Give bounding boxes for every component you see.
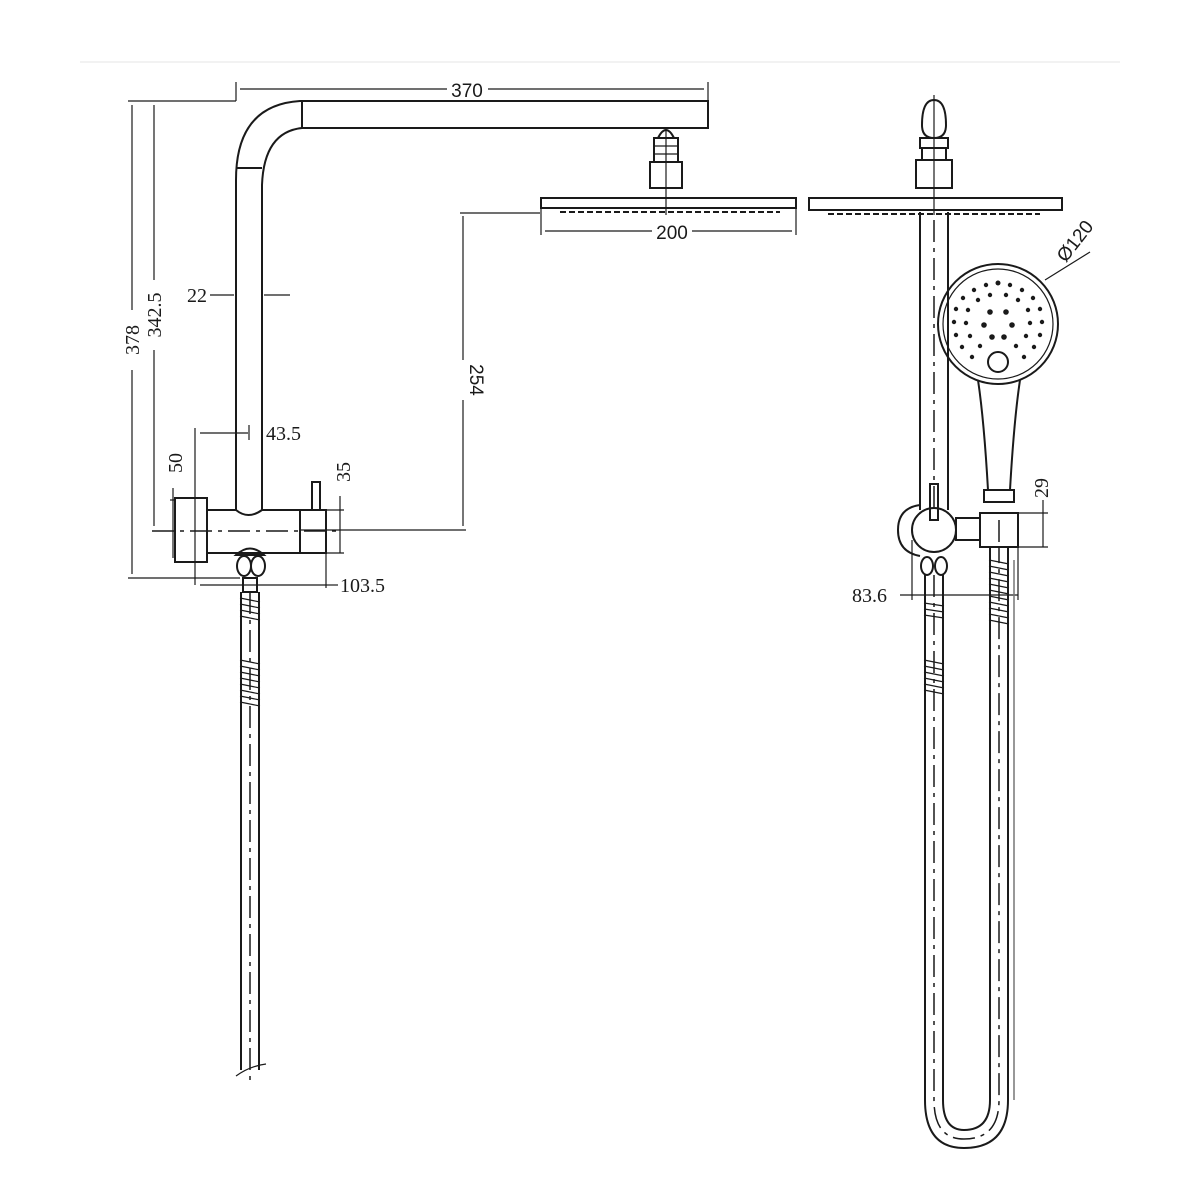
- side-view: 370 200 254 378: [122, 81, 797, 1080]
- dim-label-120: Ø120: [1053, 217, 1098, 267]
- front-view: Ø120 29 83.6: [808, 95, 1098, 1150]
- shower-hose-front: [923, 547, 1015, 1150]
- dim-label-50: 50: [165, 453, 187, 473]
- dimension-riser-height: 342.5: [144, 105, 166, 526]
- dim-label-378: 378: [122, 325, 144, 355]
- front-connector: [915, 95, 953, 215]
- dimension-body-height: 50: [165, 453, 187, 558]
- spray-nozzles: [951, 280, 1045, 360]
- rain-head-connector: [649, 129, 683, 215]
- dim-label-29: 29: [1031, 478, 1053, 498]
- dim-label-342-5: 342.5: [144, 293, 166, 338]
- hand-shower: [937, 263, 1059, 503]
- dimension-rain-head-width: 200: [540, 198, 797, 244]
- dim-label-200: 200: [656, 223, 688, 244]
- dimension-total-height: 378: [122, 100, 240, 579]
- dim-label-35: 35: [333, 462, 355, 482]
- shower-arm-riser: [235, 100, 709, 510]
- dim-label-22: 22: [187, 285, 207, 307]
- dimension-arm-length: 370: [235, 81, 709, 102]
- riser-rail: [919, 212, 949, 510]
- dim-label-103-5: 103.5: [340, 575, 385, 597]
- mixer-body: [152, 481, 340, 593]
- dimension-diverter-height: 35: [326, 462, 355, 554]
- rain-shower-head-front: [808, 197, 1063, 215]
- dim-label-43-5: 43.5: [266, 423, 301, 445]
- dimension-holder-height: 29: [1018, 478, 1053, 548]
- dimension-rain-head-drop: 254: [300, 212, 540, 531]
- dimension-pipe-diameter: 22: [187, 285, 290, 307]
- dim-label-83-6: 83.6: [852, 585, 887, 607]
- dim-label-370: 370: [451, 81, 483, 102]
- dim-label-254: 254: [465, 364, 486, 396]
- dimension-body-width: 103.5: [200, 553, 385, 597]
- dimension-hand-shower-diameter: Ø120: [1044, 217, 1098, 281]
- dimension-riser-offset: 43.5: [194, 423, 301, 585]
- shower-hose-side: [235, 592, 267, 1080]
- rain-shower-head: [540, 197, 797, 213]
